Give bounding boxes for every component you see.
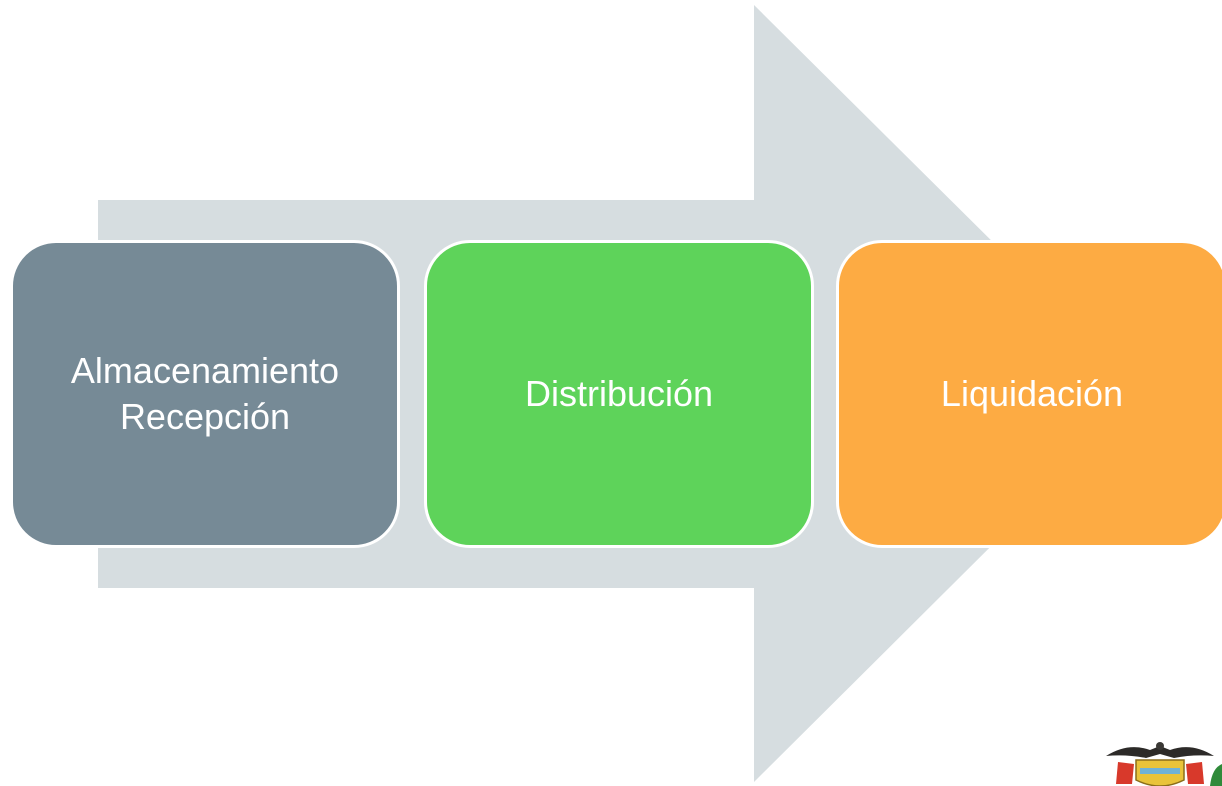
shield-band (1140, 768, 1180, 774)
step-almacenamiento-recepcion: Almacenamiento Recepción (10, 240, 400, 548)
step-distribucion: Distribución (424, 240, 814, 548)
step-label: Almacenamiento Recepción (70, 350, 340, 437)
flag-left (1116, 762, 1134, 784)
step-label: Distribución (524, 373, 714, 414)
coat-of-arms-icon (1106, 742, 1222, 786)
condor-wings (1106, 746, 1214, 758)
condor-head (1156, 742, 1164, 750)
step-liquidacion: Liquidación (836, 240, 1222, 548)
flag-right (1186, 762, 1204, 784)
step-label: Liquidación (940, 373, 1124, 414)
green-leaf (1210, 764, 1222, 786)
